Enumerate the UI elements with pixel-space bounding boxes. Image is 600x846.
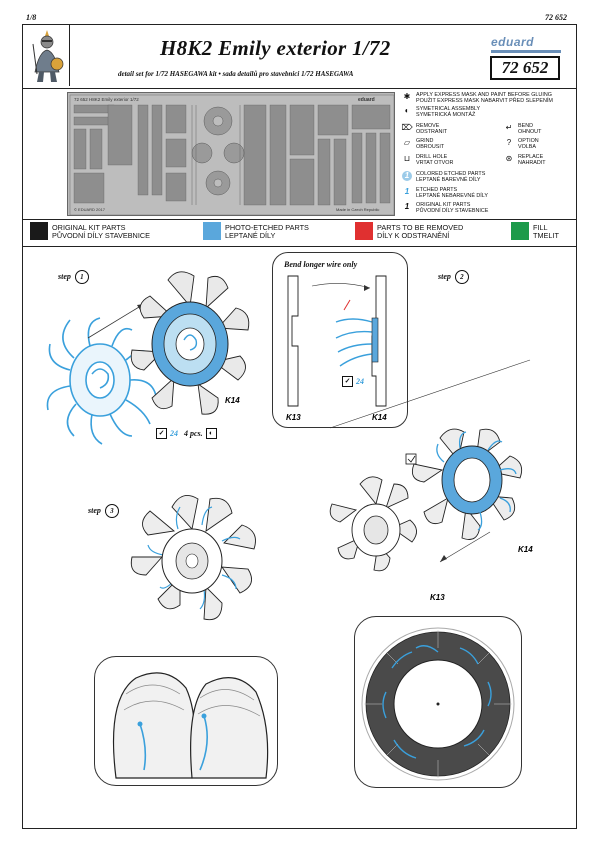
option-icon: ?	[506, 138, 512, 147]
step1-part-k14: K14	[225, 396, 240, 405]
legend-item-bend: ↵ BEND OHNOUT	[505, 123, 542, 135]
symmetrical-small-icon: ◐	[205, 428, 217, 439]
step2-pe-callout: ✓ 24	[342, 376, 364, 387]
step2-bend-icon	[405, 453, 417, 465]
step1-pe-callout: ✓ 24 4 pcs. ◐	[156, 428, 217, 439]
colorbar-divider	[22, 246, 577, 247]
bend-check-icon: ✓	[156, 428, 167, 439]
step3-drawing	[130, 494, 256, 621]
grind-icon: ▱	[403, 138, 411, 147]
mask-paint-icon: ✱	[403, 92, 411, 101]
legend-item-remove: ⌦ REMOVE ODSTRANIT	[401, 123, 448, 135]
swatch-fill	[511, 222, 529, 240]
swatch-photo-etched	[203, 222, 221, 240]
remove-icon: ⌦	[401, 123, 413, 132]
step2-assembly-drawing: K14 K13	[329, 359, 533, 602]
header-divider	[22, 88, 577, 89]
drill-icon: ⊔	[403, 154, 411, 163]
legend-item-etched: 1 ETCHED PARTS LEPTANÉ NEBAREVNÉ DÍLY	[402, 187, 578, 199]
sheet-made-in: Made in Czech Republic	[336, 207, 379, 212]
legend-item-replace: ⊛ REPLACE NAHRADIT	[505, 154, 546, 166]
step2-part-k13: K13	[286, 413, 301, 422]
page-frame	[22, 24, 577, 829]
legend-item-option: ? OPTION VOLBA	[504, 138, 578, 150]
sheet-brand: eduard	[358, 97, 375, 103]
header-code: 72 652	[545, 13, 567, 22]
bend-check-icon-2: ✓	[342, 376, 353, 387]
sheet-top-label: 72 652 H8K2 Emily exterior 1/72	[74, 97, 139, 102]
legend-item-colored-etched: 1 COLORED ETCHED PARTS LEPTANÉ BAREVNÉ D…	[402, 171, 578, 183]
step2-upper-engine	[411, 428, 523, 540]
step2b-part-k14: K14	[518, 545, 533, 554]
colored-etched-icon: 1	[402, 171, 412, 181]
legend-item-grind: ▱ GRIND OBROUSIT	[403, 138, 445, 150]
swatch-original-kit	[30, 222, 48, 240]
etched-sheet-drawing: 72 652 H8K2 Emily exterior 1/72 eduard ©…	[69, 94, 394, 215]
knight-logo-icon	[32, 30, 64, 82]
legend: ✱ APPLY EXPRESS MASK AND PAINT BEFORE GL…	[400, 92, 578, 218]
legend-divider	[22, 219, 577, 220]
etched-icon: 1	[404, 187, 410, 196]
etched-sheet: 72 652 H8K2 Emily exterior 1/72 eduard ©…	[67, 92, 395, 216]
swatch-to-remove	[355, 222, 373, 240]
step1-drawing: K14	[46, 271, 250, 445]
replace-icon: ⊛	[505, 154, 513, 163]
legend-item-original-kit: 1 ORIGINAL KIT PARTS PŮVODNÍ DÍLY STAVEB…	[402, 202, 578, 214]
symmetrical-icon: ◐	[404, 106, 410, 115]
step2-callout: Bend longer wire only	[284, 260, 358, 269]
step2b-part-k13: K13	[430, 593, 445, 602]
step2-part-k14: K14	[372, 413, 387, 422]
sheet-copyright: © EDUARD 2017	[74, 207, 106, 212]
brand-underline	[491, 50, 561, 53]
eduard-brand: eduard	[491, 35, 535, 49]
step1-pe-ring	[46, 317, 157, 445]
closeup-left-drawing	[112, 672, 269, 779]
original-kit-icon: 1	[404, 202, 410, 211]
legend-item-symmetrical: ◐ SYMETRICAL ASSEMBLY SYMETRICKÁ MONTÁŽ	[402, 106, 578, 118]
page-subtitle: detail set for 1/72 HASEGAWA kit • sada …	[118, 70, 354, 78]
page-title: H8K2 Emily exterior 1/72	[160, 36, 391, 60]
legend-item-mask: ✱ APPLY EXPRESS MASK AND PAINT BEFORE GL…	[403, 92, 553, 104]
brand-logo	[25, 24, 70, 86]
legend-item-drill: ⊔ DRILL HOLE VRTAT OTVOR	[403, 154, 454, 166]
step1-arrow	[87, 303, 145, 339]
bend-icon: ↵	[505, 123, 513, 132]
product-code-box: 72 652	[490, 56, 560, 80]
step2-detail-drawing: K13 K14	[286, 275, 387, 422]
page-number: 1/8	[26, 13, 37, 22]
closeup-right-drawing	[361, 627, 515, 781]
